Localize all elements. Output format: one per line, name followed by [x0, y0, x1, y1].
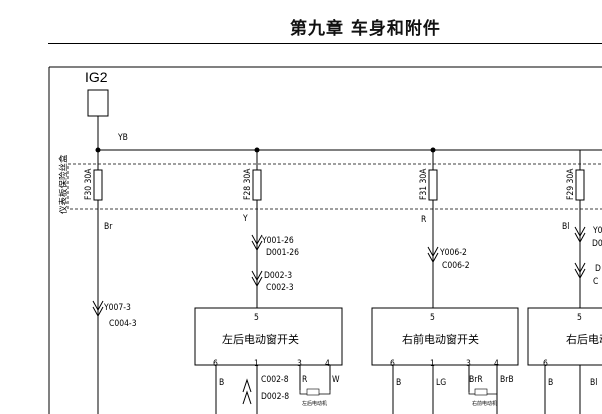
wire-y-label: Y	[242, 214, 248, 224]
fuse-box-frame	[67, 163, 602, 210]
module-right-rear-switch	[527, 307, 602, 366]
module-2-pin-6: 6	[390, 359, 395, 369]
header-rule	[48, 43, 602, 44]
connector-label-c002-8: C002-8	[261, 375, 289, 385]
ig2-label: IG2	[85, 69, 108, 85]
module-1-pin-6: 6	[213, 359, 218, 369]
motor-label-1: 左后电动机	[302, 400, 327, 407]
module-1-wire-r: R	[302, 375, 308, 385]
fuse-f30	[93, 169, 103, 201]
module-1-wire-w: W	[332, 375, 340, 385]
module-2-wire-brr: BrR	[469, 375, 483, 385]
module-1-pin-4: 4	[325, 359, 330, 369]
connector-label-c002-3: C002-3	[266, 283, 294, 293]
connector-label-y001-26: Y001-26	[261, 236, 294, 246]
fuse-box-label: 仪表板保险丝盒	[58, 154, 69, 214]
module-1-pin-1: 1	[254, 359, 259, 369]
module-2-pin-1: 1	[430, 359, 435, 369]
module-2-pin-3: 3	[466, 359, 471, 369]
connector-label-d001-26: D001-26	[266, 248, 299, 258]
wire-bl-label: Bl	[562, 222, 569, 232]
module-2-wire-brb: BrB	[500, 375, 514, 385]
module-2-pin-4: 4	[494, 359, 499, 369]
module-1-pin-5: 5	[254, 313, 259, 323]
connector-label-c004-3: C004-3	[109, 319, 137, 329]
module-right-front-switch	[371, 307, 519, 366]
yb-wire-label: YB	[117, 133, 128, 143]
fuse-f28-label: F28 30A	[243, 168, 253, 200]
junction-dot-1	[95, 147, 101, 153]
module-1-pin-3: 3	[297, 359, 302, 369]
module-2-pin-5: 5	[430, 313, 435, 323]
fuse-f28	[252, 169, 262, 201]
fuse-f31-label: F31 30A	[419, 168, 429, 200]
motor-label-2: 右前电动机	[472, 400, 497, 407]
connector-label-c006-2: C006-2	[442, 261, 470, 271]
module-3-pin-5: 5	[577, 313, 582, 323]
module-2-name: 右前电动窗开关	[402, 332, 479, 346]
motor-symbol-1	[306, 388, 320, 396]
module-left-rear-switch	[194, 307, 343, 366]
wire-r-label: R	[421, 215, 427, 225]
module-3-name: 右后电动	[566, 332, 602, 346]
module-3-pin-6: 6	[543, 359, 548, 369]
connector-label-d: D	[595, 264, 601, 274]
module-1-wire-b: B	[219, 378, 224, 388]
module-3-wire-b: B	[548, 378, 553, 388]
connector-label-d002-8: D002-8	[261, 392, 289, 402]
connector-label-d002-3: D002-3	[264, 271, 292, 281]
connector-label-y0: Y0	[592, 226, 602, 236]
connector-label-y007-3: Y007-3	[103, 303, 131, 313]
fuse-f29-label: F29 30A	[566, 168, 576, 200]
ig2-box	[87, 89, 109, 117]
fuse-f29	[575, 169, 585, 201]
fuse-f30-label: F30 30A	[84, 168, 94, 200]
connector-label-c: C	[593, 277, 598, 287]
module-2-wire-b: B	[396, 378, 401, 388]
chapter-title: 第九章 车身和附件	[290, 19, 441, 39]
module-1-name: 左后电动窗开关	[222, 332, 299, 346]
motor-symbol-2	[474, 388, 488, 396]
module-3-wire-bl: Bl	[590, 378, 597, 388]
connector-label-y006-2: Y006-2	[439, 248, 467, 258]
connector-label-d0: D0	[592, 239, 602, 249]
wire-br-label: Br	[104, 222, 113, 232]
fuse-f31	[428, 169, 438, 201]
module-2-wire-lg: LG	[436, 378, 446, 388]
